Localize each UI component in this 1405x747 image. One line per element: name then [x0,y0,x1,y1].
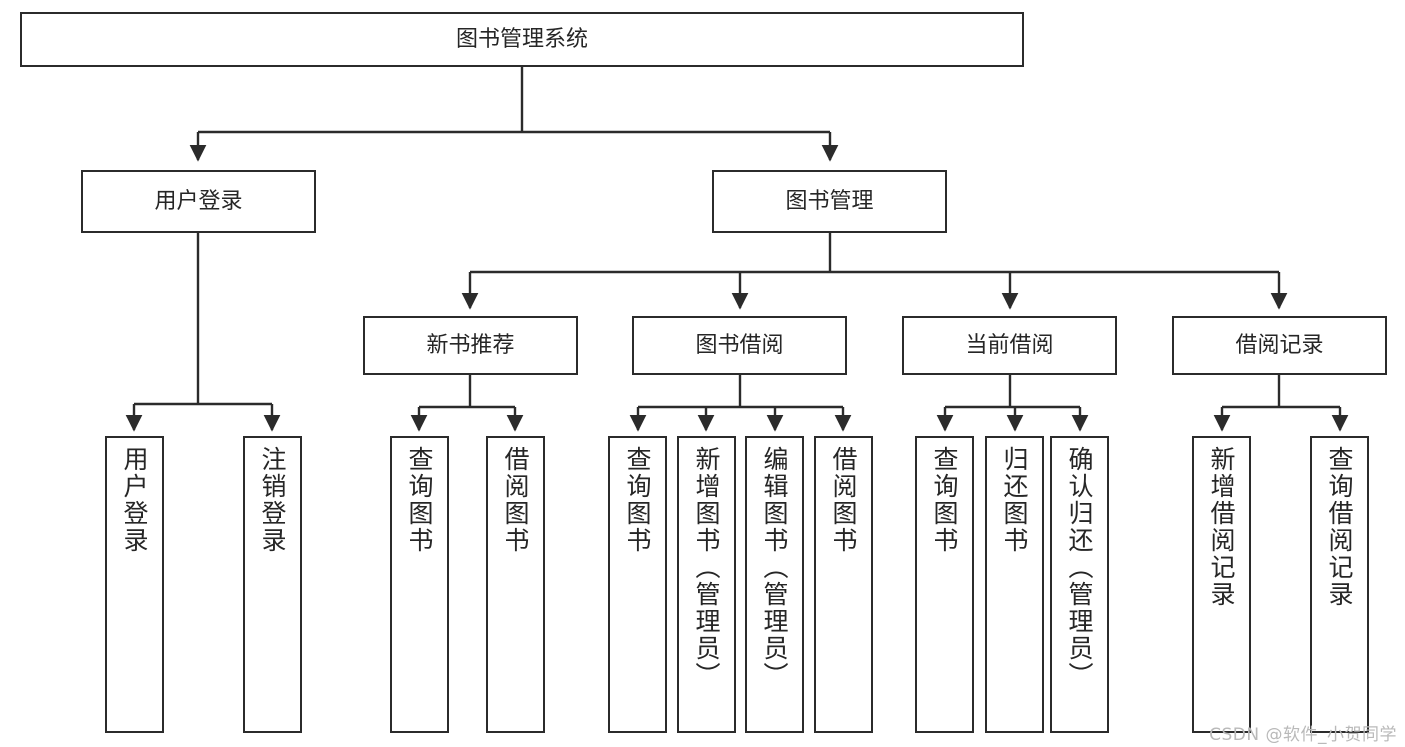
leaf-book-borrow-edit-book-admin[interactable]: 编辑图书（管理员） [745,436,804,733]
node-label: 归还图书 [1000,446,1029,554]
leaf-book-borrow-add-book-admin[interactable]: 新增图书（管理员） [677,436,736,733]
node-label: 图书借阅 [695,332,784,358]
leaf-borrow-record-query-record[interactable]: 查询借阅记录 [1310,436,1369,733]
node-label: 查询借阅记录 [1325,446,1354,608]
leaf-current-borrow-return-book[interactable]: 归还图书 [985,436,1044,733]
node-label: 查询图书 [930,446,959,554]
node-label: 新书推荐 [426,332,515,358]
leaf-book-borrow-borrow-book[interactable]: 借阅图书 [814,436,873,733]
node-borrow-record[interactable]: 借阅记录 [1172,316,1387,375]
node-label: 借阅图书 [829,446,858,554]
watermark: CSDN @软件_小贺同学 [1209,725,1397,745]
leaf-new-book-borrow-book[interactable]: 借阅图书 [486,436,545,733]
node-label: 图书管理 [785,188,874,214]
node-label: 借阅记录 [1235,332,1324,358]
node-label: 当前借阅 [965,332,1054,358]
leaf-current-borrow-confirm-return-admin[interactable]: 确认归还（管理员） [1050,436,1109,733]
leaf-new-book-query-book[interactable]: 查询图书 [390,436,449,733]
node-label: 新增借阅记录 [1207,446,1236,608]
node-root-book-management-system[interactable]: 图书管理系统 [20,12,1024,67]
leaf-user-login-logout[interactable]: 注销登录 [243,436,302,733]
leaf-borrow-record-add-record[interactable]: 新增借阅记录 [1192,436,1251,733]
leaf-book-borrow-query-book[interactable]: 查询图书 [608,436,667,733]
node-label: 图书管理系统 [455,26,588,52]
node-current-borrow[interactable]: 当前借阅 [902,316,1117,375]
node-label: 查询图书 [623,446,652,554]
node-label: 借阅图书 [501,446,530,554]
node-label: 用户登录 [120,446,149,554]
node-label: 用户登录 [154,188,243,214]
node-label: 新增图书（管理员） [692,446,721,689]
leaf-current-borrow-query-book[interactable]: 查询图书 [915,436,974,733]
node-user-login[interactable]: 用户登录 [81,170,316,233]
node-label: 编辑图书（管理员） [760,446,789,689]
leaf-user-login-login[interactable]: 用户登录 [105,436,164,733]
node-label: 确认归还（管理员） [1065,446,1094,689]
node-book-borrow[interactable]: 图书借阅 [632,316,847,375]
node-new-book-recommend[interactable]: 新书推荐 [363,316,578,375]
node-label: 注销登录 [258,446,287,554]
node-label: 查询图书 [405,446,434,554]
node-book-management[interactable]: 图书管理 [712,170,947,233]
